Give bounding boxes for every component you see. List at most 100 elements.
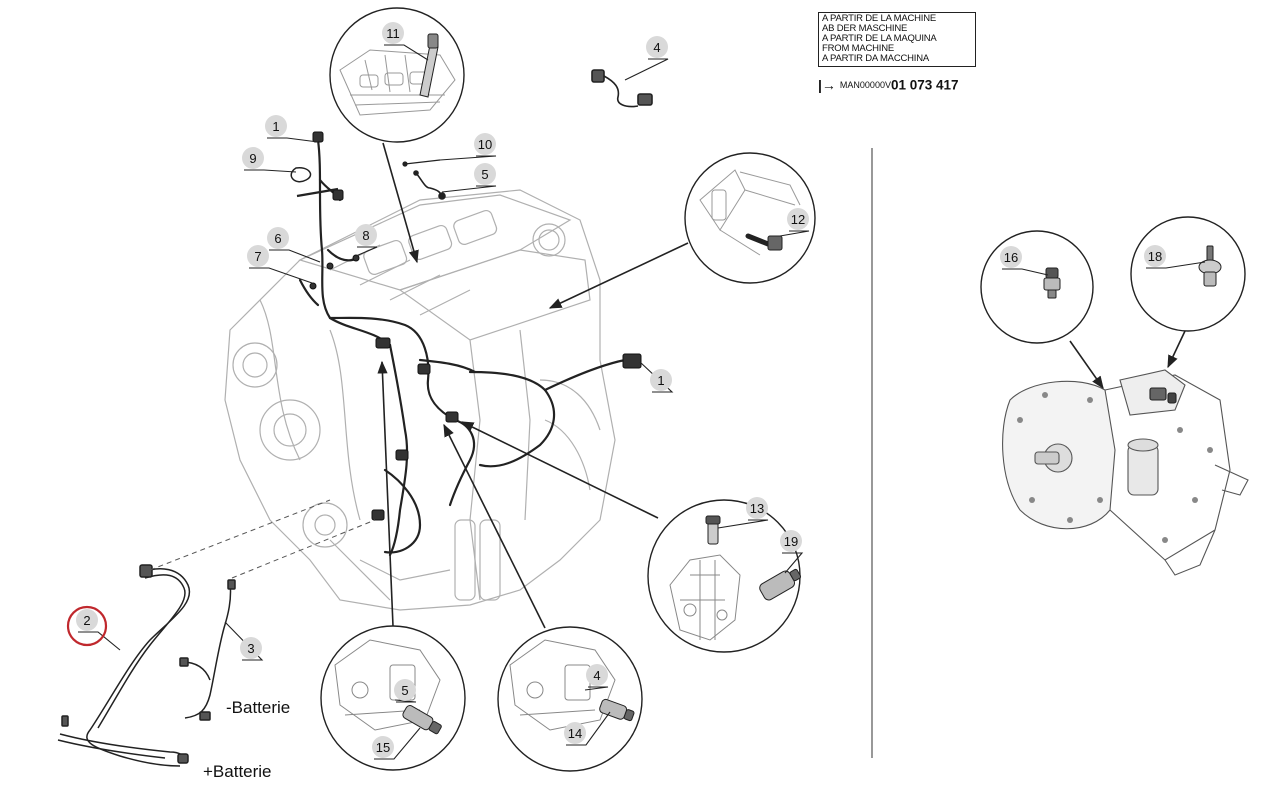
callout-badge <box>1144 245 1166 267</box>
callout-c9: 9 <box>242 147 297 173</box>
callout-badge <box>474 163 496 185</box>
loose-part-10 <box>402 159 441 167</box>
callout-leader-line <box>1146 261 1206 269</box>
serial-prefix: MAN00000V <box>839 79 891 90</box>
callout-badge <box>355 224 377 246</box>
serial-number: 01 073 417 <box>890 77 959 93</box>
callout-badge <box>646 36 668 58</box>
callout-leader-line <box>249 267 313 284</box>
callout-leader-line <box>566 711 611 746</box>
callout-c19: 19 <box>780 530 804 574</box>
detail-circle-14 <box>497 626 643 772</box>
callout-c18: 18 <box>1144 245 1206 269</box>
serial-number-line: |→MAN00000V01 073 417 <box>818 76 959 94</box>
detail-circle-13-19 <box>647 499 802 653</box>
callout-c5: 5 <box>441 163 497 193</box>
callout-leader-line <box>224 621 264 661</box>
callout-number: 9 <box>249 151 256 166</box>
callout-c13: 13 <box>717 497 769 529</box>
callout-badge <box>240 637 262 659</box>
notice-line-es: A PARTIR DE LA MAQUINA <box>822 33 937 44</box>
callout-leader-line <box>384 44 429 61</box>
pump-callout-arrows <box>1069 330 1186 390</box>
callout-number: 15 <box>376 740 390 755</box>
callout-leader-line <box>779 230 810 237</box>
callout-c4b: 4 <box>584 664 609 691</box>
callout-leader-line <box>624 58 669 81</box>
callout-leader-line <box>717 519 769 529</box>
callout-leader-line <box>269 249 321 263</box>
callout-leader-line <box>355 246 378 257</box>
callout-c4: 4 <box>624 36 669 81</box>
callout-number: 1 <box>657 373 664 388</box>
engine-wiring-harness <box>298 138 627 557</box>
positive-battery-label: +Batterie <box>203 762 272 781</box>
callout-badge <box>564 722 586 744</box>
notice-line-fr: A PARTIR DE LA MACHINE <box>822 13 937 24</box>
callout-number: 5 <box>401 683 408 698</box>
battery-cable-3 <box>179 579 236 721</box>
callout-badge <box>382 22 404 44</box>
negative-battery-label: -Batterie <box>226 698 290 717</box>
callout-leader-line <box>394 699 417 703</box>
callout-number: 12 <box>791 212 805 227</box>
callout-badge <box>265 115 287 137</box>
loose-part-4-sensor-cable <box>591 69 653 108</box>
callout-c15: 15 <box>372 727 421 760</box>
callout-arrows <box>377 142 689 629</box>
callout-number: 7 <box>254 249 261 264</box>
callout-leader-line <box>1002 268 1049 276</box>
callout-leader-line <box>244 169 297 173</box>
callout-c8: 8 <box>355 224 378 257</box>
callout-number: 18 <box>1148 249 1162 264</box>
callout-c5b: 5 <box>394 679 417 703</box>
from-arrow-icon: |→ <box>818 76 836 93</box>
dashed-guide-lines <box>149 499 376 579</box>
callout-2-highlight-ring <box>66 605 108 647</box>
callout-badge <box>787 208 809 230</box>
callout-number: 10 <box>478 137 492 152</box>
callout-c7: 7 <box>247 245 313 284</box>
callout-number: 13 <box>750 501 764 516</box>
callout-badge <box>242 147 264 169</box>
callout-leader-line <box>584 686 609 691</box>
callout-badge <box>746 497 768 519</box>
battery-cable-2 <box>57 564 191 767</box>
callout-badge <box>372 736 394 758</box>
callout-c12: 12 <box>779 208 810 237</box>
callout-c11: 11 <box>382 22 429 61</box>
callout-leader-line <box>439 155 497 161</box>
notice-line-de: AB DER MASCHINE <box>822 23 908 34</box>
callout-badge <box>780 530 802 552</box>
callout-number: 14 <box>568 726 582 741</box>
callout-c16: 16 <box>1000 246 1049 276</box>
callout-number: 19 <box>784 534 798 549</box>
callout-c10: 10 <box>439 133 497 161</box>
callout-leader-line <box>267 137 319 143</box>
loose-part-5-top <box>413 170 446 200</box>
callout-badge <box>247 245 269 267</box>
callout-c1b: 1 <box>639 361 674 393</box>
callout-badge <box>394 679 416 701</box>
callout-number: 1 <box>272 119 279 134</box>
serial-notice-box: A PARTIR DE LA MACHINE AB DER MASCHINE A… <box>818 12 976 67</box>
callout-badge <box>1000 246 1022 268</box>
detail-circle-12 <box>684 152 816 284</box>
callout-number: 2 <box>83 613 90 628</box>
callout-leader-line <box>639 361 674 393</box>
callout-c6: 6 <box>267 227 321 263</box>
callout-c2: 2 <box>76 609 121 651</box>
notice-line-en: FROM MACHINE <box>822 43 895 54</box>
detail-circle-18 <box>1130 216 1246 332</box>
detail-circle-16 <box>980 230 1094 344</box>
callout-number: 5 <box>481 167 488 182</box>
callout-c1a: 1 <box>265 115 319 143</box>
callout-leader-line <box>782 552 804 574</box>
harness-connectors <box>309 131 642 521</box>
callout-badge <box>586 664 608 686</box>
callout-c14: 14 <box>564 711 611 746</box>
callout-number: 4 <box>653 40 660 55</box>
callout-badge <box>76 609 98 631</box>
